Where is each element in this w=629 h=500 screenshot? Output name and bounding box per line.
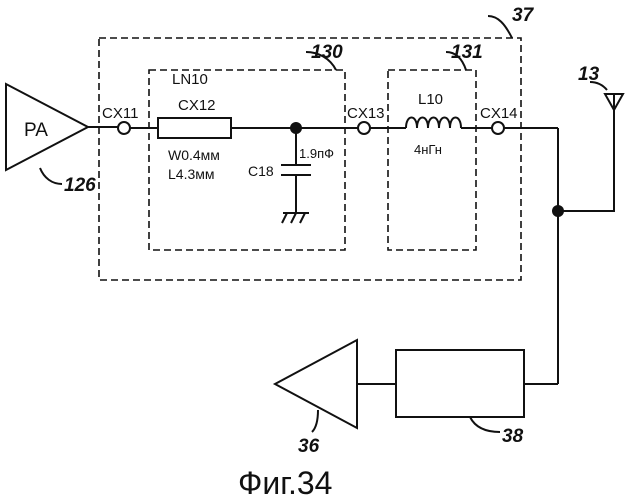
stripline-label: CX12	[178, 97, 216, 114]
stripline-cx12	[158, 118, 231, 138]
pa-label: PA	[24, 120, 48, 141]
node-cx14	[492, 122, 504, 134]
rx-block-leader	[470, 417, 500, 432]
stripline-width: W0.4мм	[168, 147, 220, 163]
stripline-length: L4.3мм	[168, 166, 215, 182]
node-cx14-label: CX14	[480, 105, 518, 122]
node-cx13	[358, 122, 370, 134]
node-cx11-label: CX11	[102, 105, 138, 122]
inductor-value: 4нГн	[414, 142, 442, 157]
ground-hatch	[282, 213, 305, 223]
outer-box-leader	[488, 16, 512, 38]
inductor-name: L10	[418, 91, 443, 108]
pa-ref: 126	[64, 175, 96, 196]
figure-caption: Фиг.34	[238, 465, 332, 500]
lna-ref: 36	[298, 436, 320, 457]
rx-block-ref: 38	[502, 426, 524, 447]
rx-block-38	[396, 350, 524, 417]
wire-antenna-feed	[558, 110, 614, 211]
line-ln10-label: LN10	[172, 71, 208, 88]
capacitor-value: 1.9пФ	[299, 146, 334, 161]
lna-leader	[312, 410, 318, 432]
capacitor-name: C18	[248, 163, 274, 179]
outer-box-ref: 37	[512, 5, 535, 26]
filter-box-ref: 131	[451, 42, 483, 63]
inductor-l10	[406, 118, 461, 129]
antenna-ref: 13	[578, 64, 600, 85]
node-cx11	[118, 122, 130, 134]
matching-box-ref: 130	[311, 42, 343, 63]
node-cx13-label: CX13	[347, 105, 385, 122]
pa-leader	[40, 168, 62, 184]
lna-amplifier	[275, 340, 357, 428]
